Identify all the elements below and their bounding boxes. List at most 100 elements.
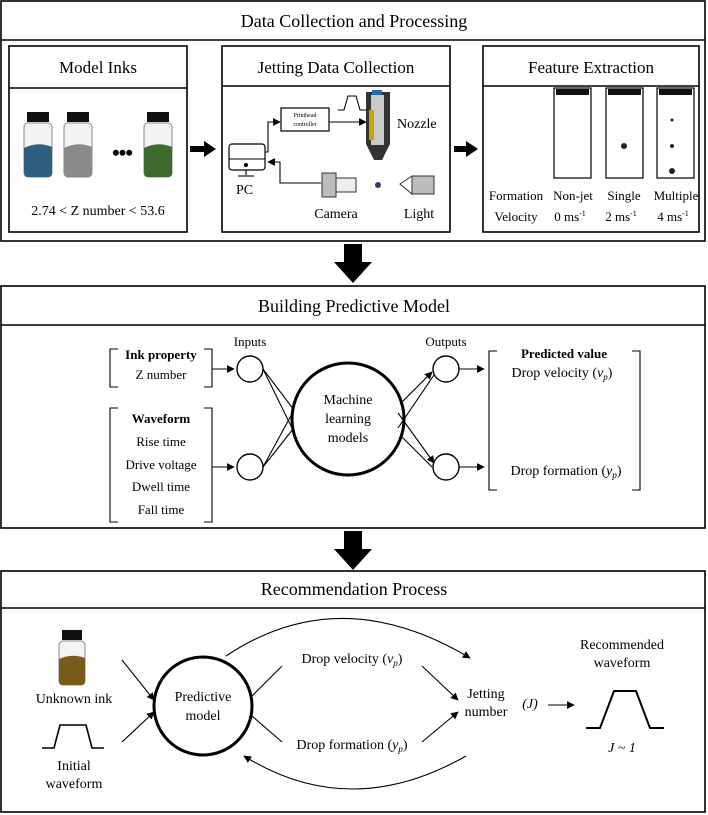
predictive-model-label-2: model bbox=[186, 709, 221, 724]
initial-waveform-icon bbox=[42, 724, 104, 749]
model-inks-panel: Model Inks ••• 2.74 < Z number < 53.6 bbox=[8, 45, 188, 233]
predicted-bracket-right bbox=[632, 350, 641, 491]
nozzle-icon bbox=[366, 90, 390, 160]
printhead-controller-box bbox=[280, 107, 330, 132]
rec-drop-velocity: Drop velocity (vp) bbox=[302, 652, 403, 668]
arrow-waveform-to-model bbox=[121, 711, 155, 743]
input-node-2 bbox=[236, 453, 264, 481]
pc-label: PC bbox=[236, 183, 253, 198]
pulse-waveform-icon bbox=[338, 95, 366, 111]
waveform-dwell-time: Dwell time bbox=[132, 479, 190, 494]
predictive-frame bbox=[0, 285, 706, 529]
predicted-drop-velocity: Drop velocity (vp) bbox=[512, 366, 613, 382]
input-node-1 bbox=[236, 355, 264, 383]
arrow-ink-to-model bbox=[121, 659, 155, 701]
waveform-bracket-right bbox=[204, 407, 213, 523]
recommended-waveform-label-1: Recommended bbox=[580, 638, 664, 653]
link-ml-output2 bbox=[397, 412, 435, 464]
data-collection-frame bbox=[0, 0, 706, 242]
camera-lens bbox=[335, 177, 357, 193]
light-cone bbox=[399, 175, 413, 196]
ink-vial-green bbox=[143, 112, 173, 178]
formation-single: Single bbox=[607, 188, 640, 203]
light-icon bbox=[399, 175, 435, 196]
nozzle-ink bbox=[372, 90, 382, 95]
j-condition-label: J ~ 1 bbox=[608, 741, 636, 756]
link-ml-output1 bbox=[399, 371, 433, 405]
initial-waveform-label-1: Initial bbox=[57, 759, 91, 774]
printhead-controller-label-2: controller bbox=[293, 122, 316, 128]
drop-frame bbox=[605, 87, 644, 179]
drop-dot bbox=[669, 168, 675, 174]
unknown-ink-vial bbox=[58, 630, 86, 686]
recommended-waveform-label-2: waveform bbox=[594, 656, 651, 671]
rec-drop-formation: Drop formation (yp) bbox=[296, 738, 407, 754]
ink-property-title: Ink property bbox=[125, 347, 197, 362]
feature-extraction-panel: Feature Extraction Formation Velocity No… bbox=[482, 45, 700, 233]
link-model-formation bbox=[251, 715, 283, 743]
predictive-model-node bbox=[152, 655, 254, 757]
printhead-controller-label: Printhead bbox=[294, 113, 317, 119]
velocity-row-label: Velocity bbox=[494, 209, 538, 224]
drop-nozzle-edge bbox=[556, 89, 589, 95]
output-node-2 bbox=[432, 453, 460, 481]
camera-to-pc-arrow bbox=[267, 158, 321, 184]
output-node-1 bbox=[432, 355, 460, 383]
jetting-number-label-1: Jetting bbox=[467, 687, 504, 702]
recommendation-section: Recommendation Process Unknown ink Initi… bbox=[0, 570, 706, 813]
vial-cap bbox=[67, 112, 89, 122]
arrow-formation-to-jetting bbox=[421, 711, 459, 743]
predicted-bracket-left bbox=[488, 350, 497, 491]
camera-label: Camera bbox=[314, 207, 358, 222]
feature-title: Feature Extraction bbox=[528, 58, 655, 77]
predictive-title: Building Predictive Model bbox=[258, 296, 450, 316]
pc-button bbox=[244, 163, 248, 167]
feature-frame bbox=[482, 45, 700, 233]
pc-monitor bbox=[228, 143, 266, 171]
vial-ellipsis: ••• bbox=[112, 140, 132, 165]
predictive-model-label-1: Predictive bbox=[175, 690, 232, 705]
ml-label-line1: Machine bbox=[324, 393, 373, 408]
inputs-label: Inputs bbox=[234, 334, 267, 349]
ink-vial-gray bbox=[63, 112, 93, 178]
velocity-single: 2 ms-1 bbox=[605, 209, 637, 224]
vial-liquid bbox=[144, 144, 172, 177]
drop-image-nonjet bbox=[553, 87, 592, 179]
drop-image-single bbox=[605, 87, 644, 179]
data-collection-section: Data Collection and Processing Model Ink… bbox=[0, 0, 706, 242]
section-arrow-1 bbox=[334, 244, 372, 283]
light-body bbox=[411, 175, 435, 195]
waveform-title: Waveform bbox=[132, 411, 191, 426]
drop-dot bbox=[621, 143, 627, 149]
ink-property-bracket-right bbox=[204, 348, 213, 388]
jetting-number-label-2: number bbox=[465, 705, 508, 720]
nozzle-inner bbox=[371, 95, 384, 145]
drop-nozzle-edge bbox=[608, 89, 641, 95]
pc-icon bbox=[228, 143, 266, 177]
vial-liquid bbox=[64, 144, 92, 177]
link-input2-ml-b bbox=[262, 411, 294, 468]
velocity-nonjet: 0 ms-1 bbox=[554, 209, 586, 224]
recommendation-title: Recommendation Process bbox=[261, 579, 447, 599]
feedback-arrow-bottom bbox=[243, 755, 467, 790]
ml-label-line3: models bbox=[328, 431, 368, 446]
model-inks-title: Model Inks bbox=[59, 58, 137, 77]
link-input2-ml bbox=[262, 423, 298, 468]
ml-label-line2: learning bbox=[325, 412, 371, 427]
waveform-bracket-left bbox=[109, 407, 118, 523]
nozzle-piezo bbox=[369, 110, 374, 140]
jetting-panel: Jetting Data Collection Printhead contro… bbox=[221, 45, 451, 233]
formation-multiple: Multiple bbox=[654, 188, 699, 203]
predicted-title: Predicted value bbox=[521, 346, 607, 361]
pc-to-controller-arrow bbox=[265, 118, 281, 153]
recommendation-frame bbox=[0, 570, 706, 813]
drop-frame bbox=[553, 87, 592, 179]
drop-frame bbox=[656, 87, 695, 179]
vial-cap bbox=[62, 630, 82, 640]
predicted-drop-formation: Drop formation (yp) bbox=[510, 464, 621, 480]
link-input1-ml-b bbox=[262, 368, 294, 431]
formation-row-label: Formation bbox=[489, 188, 544, 203]
camera-icon bbox=[321, 172, 357, 198]
outputs-label: Outputs bbox=[425, 334, 466, 349]
